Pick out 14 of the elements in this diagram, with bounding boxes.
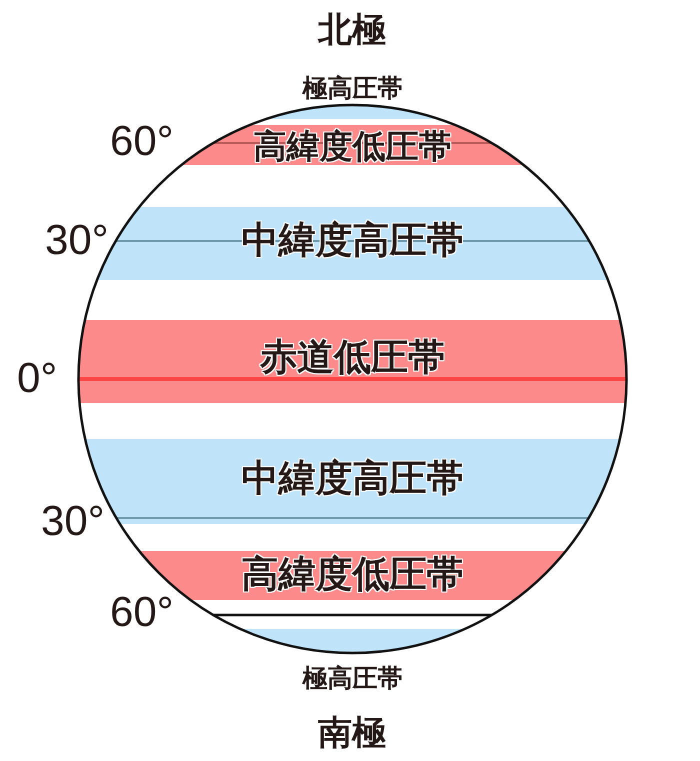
pole-label: 北極: [318, 13, 386, 47]
pressure-belt-label: 高緯度低圧帯: [241, 556, 464, 592]
latitude-label: 30°: [45, 219, 109, 261]
latitude-label: 30°: [41, 500, 105, 542]
latitude-label: 0°: [17, 357, 58, 399]
pole-label: 南極: [318, 716, 386, 750]
pressure-belt-label: 中緯度高圧帯: [241, 460, 464, 496]
pressure-belt-label: 中緯度高圧帯: [241, 222, 464, 258]
pressure-belt-label: 高緯度低圧帯: [253, 130, 452, 162]
latitude-label: 60°: [110, 591, 174, 633]
latitude-label: 60°: [110, 120, 174, 162]
pressure-belt-label: 極高圧帯: [302, 76, 402, 100]
pressure-belt-label: 極高圧帯: [302, 666, 402, 690]
pressure-belt-label: 赤道低圧帯: [260, 338, 445, 376]
